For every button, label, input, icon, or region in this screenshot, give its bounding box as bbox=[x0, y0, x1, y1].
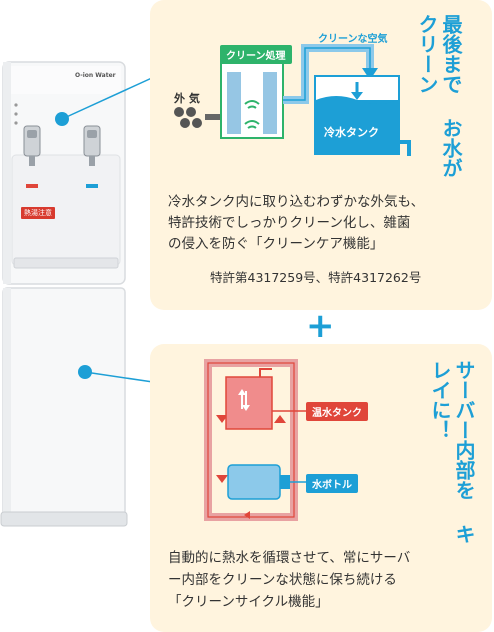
patent-numbers: 特許第4317259号、特許4317262号 bbox=[210, 270, 422, 285]
air-filter-diagram bbox=[174, 44, 411, 156]
hot-water-circulation-diagram bbox=[204, 359, 308, 521]
clean-cycle-description-line-3: 「クリーンサイクル機能」 bbox=[168, 594, 329, 610]
clean-cycle-description-line-1: 自動的に熱水を循環させて、常にサーバ bbox=[168, 550, 411, 566]
clean-care-description-line-3: の侵入を防ぐ「クリーンケア機能」 bbox=[168, 236, 384, 252]
brand-label: O-ion Water bbox=[75, 72, 116, 79]
water-bottle-label: 水ボトル bbox=[306, 474, 358, 493]
dispenser-illustration bbox=[0, 61, 128, 527]
clean-care-heading: 最後まで お水がクリーン bbox=[415, 14, 463, 178]
hot-tank-label: 温水タンク bbox=[306, 402, 368, 421]
water-dispenser: O-ion Water 熱湯注意 bbox=[0, 60, 130, 530]
clean-care-description-line-1: 冷水タンク内に取り込むわずかな外気も、 bbox=[168, 194, 425, 210]
cold-tank-label: 冷水タンク bbox=[324, 126, 379, 139]
clean-air-label: クリーンな空気 bbox=[318, 34, 388, 45]
plus-sign: + bbox=[306, 306, 335, 346]
clean-cycle-heading: サーバー内部を キレイに！ bbox=[428, 360, 476, 544]
outside-air-label: 外 気 bbox=[174, 92, 200, 105]
caution-sticker: 熱湯注意 bbox=[21, 207, 55, 219]
clean-process-label: クリーン処理 bbox=[220, 45, 292, 64]
clean-care-description-line-2: 特許技術でしっかりクリーン化し、雑菌 bbox=[168, 215, 411, 231]
clean-cycle-description-line-2: ー内部をクリーンな状態に保ち続ける bbox=[168, 572, 397, 588]
